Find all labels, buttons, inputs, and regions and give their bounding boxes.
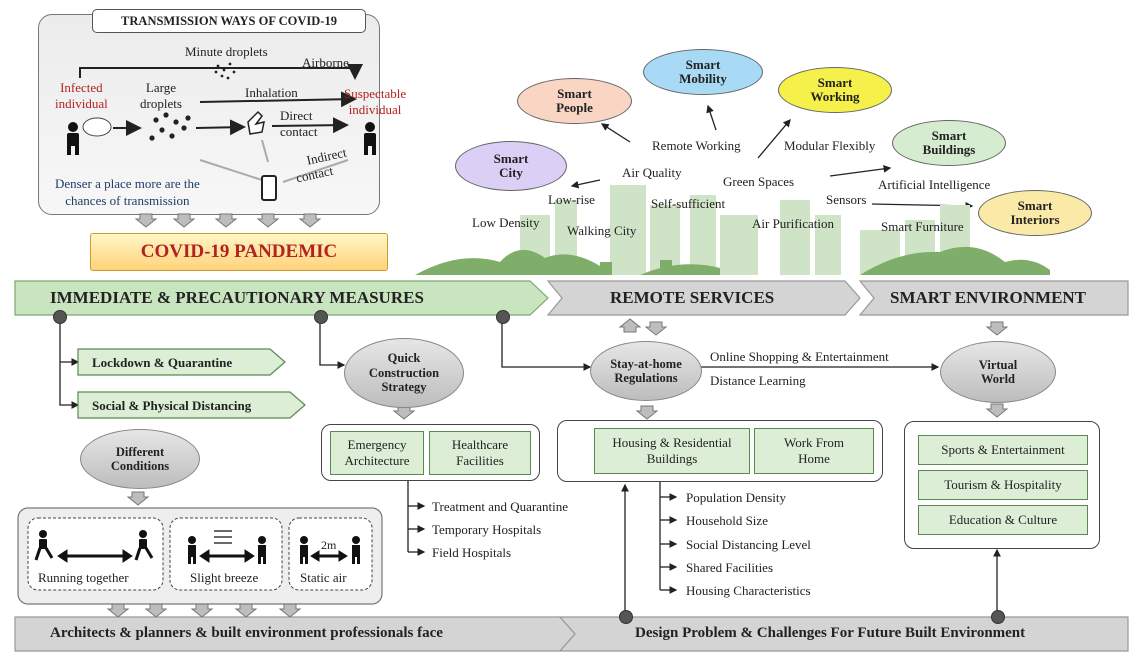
two-meter-label: 2m xyxy=(321,538,337,552)
smart-furniture-label: Smart Furniture xyxy=(881,219,964,234)
connector-dot xyxy=(991,610,1005,624)
sports-entertainment-box: Sports & Entertainment xyxy=(918,435,1088,465)
housing-item: Social Distancing Level xyxy=(686,537,811,552)
housing-item: Shared Facilities xyxy=(686,560,774,575)
lockdown-label: Lockdown & Quarantine xyxy=(92,355,233,370)
minute-droplets-label: Minute droplets xyxy=(185,44,268,59)
connector-dot xyxy=(496,310,510,324)
smart-environment-banner: SMART ENVIRONMENT xyxy=(890,288,1087,307)
transmission-title: TRANSMISSION WAYS OF COVID-19 xyxy=(92,9,366,33)
low-rise-label: Low-rise xyxy=(548,192,595,207)
connector-dot xyxy=(619,610,633,624)
quick-item: Treatment and Quarantine xyxy=(432,499,568,514)
ai-label: Artificial Intelligence xyxy=(878,177,991,192)
low-density-label: Low Density xyxy=(472,215,540,230)
housing-item: Population Density xyxy=(686,490,787,505)
walking-city-label: Walking City xyxy=(567,223,637,238)
bottom-right-banner: Design Problem & Challenges For Future B… xyxy=(635,625,1026,641)
modular-flexibly-label: Modular Flexibly xyxy=(784,138,876,153)
housing-item: Housing Characteristics xyxy=(686,583,811,598)
covid-pandemic-banner: COVID-19 PANDEMIC xyxy=(90,233,388,271)
self-sufficient-label: Self-sufficient xyxy=(651,196,726,211)
education-culture-box: Education & Culture xyxy=(918,505,1088,535)
bottom-left-banner: Architects & planners & built environmen… xyxy=(50,625,443,641)
remote-working-label: Remote Working xyxy=(652,138,741,153)
online-shopping-label: Online Shopping & Entertainment xyxy=(710,349,889,364)
connector-dot xyxy=(314,310,328,324)
slight-breeze-label: Slight breeze xyxy=(190,570,259,585)
tourism-hospitality-box: Tourism & Hospitality xyxy=(918,470,1088,500)
distance-learning-label: Distance Learning xyxy=(710,373,806,388)
green-spaces-label: Green Spaces xyxy=(723,174,795,189)
inhalation-label: Inhalation xyxy=(245,85,298,100)
housing-item: Household Size xyxy=(686,513,768,528)
quick-item: Temporary Hospitals xyxy=(432,522,542,537)
remote-banner: REMOTE SERVICES xyxy=(610,288,775,307)
air-purification-label: Air Purification xyxy=(752,216,834,231)
quick-item: Field Hospitals xyxy=(432,545,512,560)
static-air-label: Static air xyxy=(300,570,347,585)
transmission-panel xyxy=(38,14,380,215)
air-quality-label: Air Quality xyxy=(622,165,682,180)
immediate-banner: IMMEDIATE & PRECAUTIONARY MEASURES xyxy=(50,288,424,307)
sensors-label: Sensors xyxy=(826,192,867,207)
airborne-label: Airborne xyxy=(302,55,349,70)
distancing-label: Social & Physical Distancing xyxy=(92,398,252,413)
running-together-label: Running together xyxy=(38,570,129,585)
connector-dot xyxy=(53,310,67,324)
